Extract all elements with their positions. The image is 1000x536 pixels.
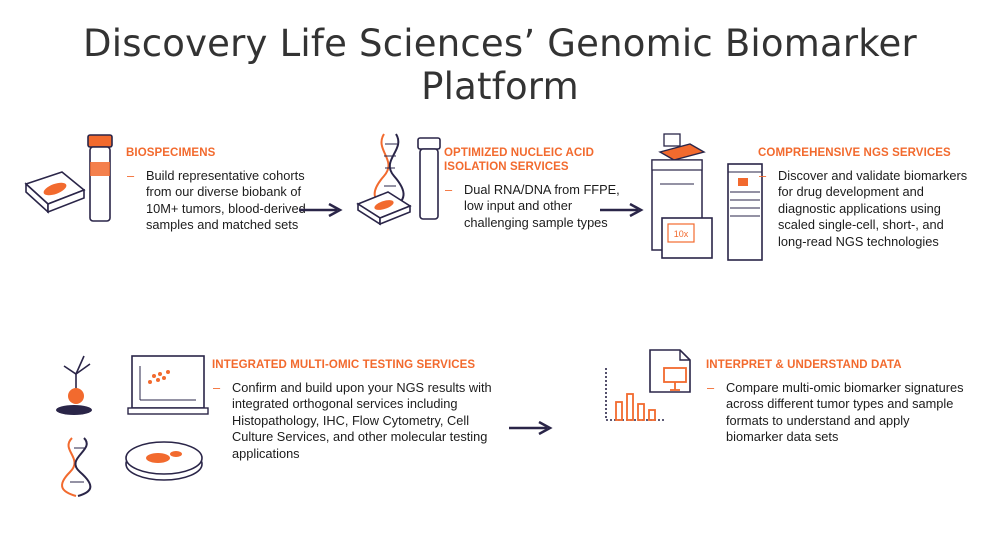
arrow-right-icon (299, 203, 343, 217)
step-description-block: – Confirm and build upon your NGS result… (212, 380, 504, 462)
step-description: Dual RNA/DNA from FFPE, low input and ot… (464, 182, 620, 230)
data-analysis-icon (605, 349, 691, 421)
step-description: Confirm and build upon your NGS results … (232, 380, 492, 461)
step-heading: BIOSPECIMENS (126, 147, 216, 159)
arrow-right-icon (600, 203, 644, 217)
page-title: Discovery Life Sciences’ Genomic Biomark… (83, 22, 917, 108)
step-interpret-data: INTERPRET & UNDERSTAND DATA – Compare mu… (706, 358, 968, 446)
step-description: Build representative cohorts from our di… (146, 168, 306, 233)
step-description-block: – Dual RNA/DNA from FFPE, low input and … (444, 182, 624, 231)
step-description-block: – Build representative cohorts from our … (126, 168, 306, 234)
multi-omic-testing-icon (56, 355, 209, 497)
step-heading: OPTIMIZED NUCLEIC ACID ISOLATION SERVICE… (444, 147, 594, 173)
step-heading: COMPREHENSIVE NGS SERVICES (758, 147, 951, 159)
step-heading: INTEGRATED MULTI-OMIC TESTING SERVICES (212, 359, 476, 371)
dash-bullet: – (707, 380, 715, 395)
step-multi-omic-testing: INTEGRATED MULTI-OMIC TESTING SERVICES –… (212, 358, 504, 462)
step-description-block: – Discover and validate biomarkers for d… (758, 168, 970, 250)
dash-bullet: – (759, 168, 767, 183)
step-nucleic-acid-isolation: OPTIMIZED NUCLEIC ACID ISOLATION SERVICE… (444, 146, 624, 231)
dash-bullet: – (213, 380, 221, 395)
step-description: Compare multi-omic biomarker signatures … (726, 380, 964, 445)
biospecimen-icon (24, 134, 113, 222)
step-description-block: – Compare multi-omic biomarker signature… (706, 380, 968, 446)
step-description: Discover and validate biomarkers for dru… (778, 168, 968, 249)
arrow-right-icon (509, 421, 553, 435)
sequencer-instruments-icon: 10x (651, 133, 763, 261)
dash-bullet: – (127, 168, 135, 183)
step-ngs-services: COMPREHENSIVE NGS SERVICES – Discover an… (758, 146, 970, 250)
step-heading: INTERPRET & UNDERSTAND DATA (706, 359, 902, 371)
step-biospecimens: BIOSPECIMENS – Build representative coho… (126, 146, 306, 234)
device-label: 10x (674, 229, 689, 239)
nucleic-acid-isolation-icon (356, 133, 441, 226)
dash-bullet: – (445, 182, 453, 197)
